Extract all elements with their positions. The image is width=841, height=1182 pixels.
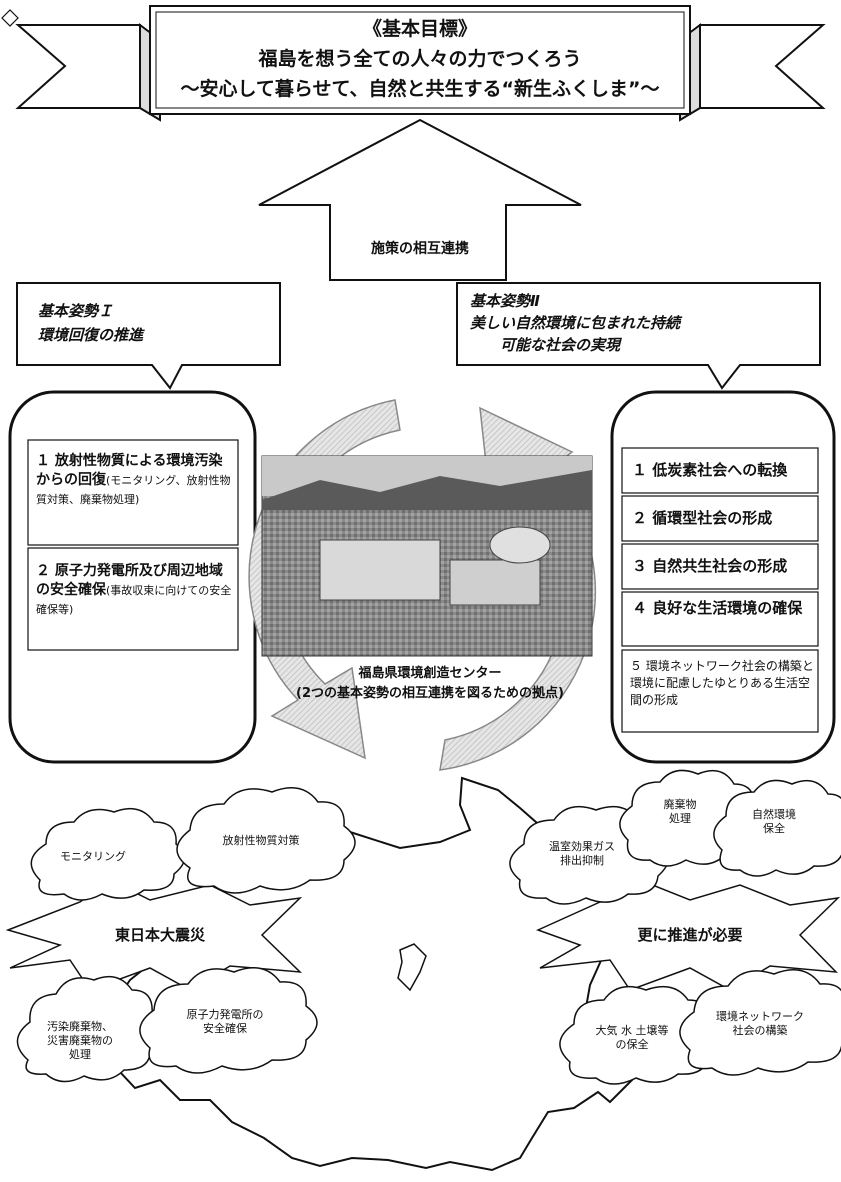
pillar1-item-box-1 [27,439,239,546]
pillar1-title-2: 環境回復の推進 [38,326,144,344]
goal-heading: 《基本目標》 [362,18,477,40]
pillar2-item-4: ４ 良好な生活環境の確保 [632,599,803,617]
cloud-nature-label-2: 保全 [763,822,785,835]
corner-diamond-icon [1,9,19,27]
cloud-greenhouse-label-1: 温室効果ガス [549,840,615,853]
ribbon-right-tail [699,24,826,109]
lake-outline [397,943,427,992]
pillar1-item-1-sub: (モニタリング、放射性物質対策、廃棄物処理) [36,474,231,506]
ribbon-left-tail [15,24,141,109]
cloud-air-label-2: の保全 [615,1038,649,1051]
cloud-monitoring [30,807,186,901]
cloud-network [679,969,841,1076]
cloud-nuclear-label-1: 原子力発電所の [186,1008,264,1021]
cloud-monitoring-label: モニタリング [60,850,126,863]
pillar2-callout [456,282,821,390]
cloud-nuclear-label-2: 安全確保 [203,1022,247,1035]
pillar1-item-2-sub: (事故収束に向けての安全確保等) [36,584,232,616]
center-photo [261,455,593,657]
pillar2-item-box-5 [621,649,819,733]
cloud-radioactive-label: 放射性物質対策 [222,834,300,847]
cloud-nature [713,779,841,877]
center-caption-1: 福島県環境創造センター [358,666,502,681]
pillar2-title-2: 美しい自然環境に包まれた持続 [470,314,681,332]
pillar2-item-2: ２ 循環型社会の形成 [632,509,773,527]
burst-right [535,879,841,991]
pillar2-title-1: 基本姿勢Ⅱ [470,292,540,310]
goal-line-2: ～安心して暮らせて、自然と共生する“新生ふくしま”～ [180,78,660,100]
pillar1-item-box-2 [27,547,239,651]
cooperation-label: 施策の相互連携 [371,241,469,257]
cooperation-arrow [258,118,582,281]
goal-line-1: 福島を想う全ての人々の力でつくろう [258,48,582,70]
pillar2-item-1: １ 低炭素社会への転換 [632,461,788,479]
pillar1-callout [16,282,281,390]
goal-ribbon [15,5,826,122]
cloud-radioactive [176,787,356,894]
cloud-disaster-label-1: 汚染廃棄物、 [47,1020,113,1033]
cloud-nature-label-1: 自然環境 [752,808,796,821]
pillar1-item-2-main: ２ 原子力発電所及び周辺地域の安全確保 [36,563,223,598]
cloud-network-label-1: 環境ネットワーク [716,1010,804,1023]
cloud-air-label-1: 大気 水 土壌等 [595,1024,669,1037]
pillar2-title-3: 可能な社会の実現 [500,336,621,354]
cloud-waste-label-2: 処理 [669,812,691,825]
pillar1-item-1: １ 放射性物質による環境汚染からの回復(モニタリング、放射性物質対策、廃棄物処理… [36,452,232,509]
pillar2-item-box-3 [621,543,819,590]
center-caption-2: (2つの基本姿勢の相互連携を図るための拠点) [296,686,564,701]
cloud-disaster-label-2: 災害廃棄物の [47,1034,113,1047]
pillar1-item-2: ２ 原子力発電所及び周辺地域の安全確保(事故収束に向けての安全確保等) [36,562,232,619]
pillar2-item-box-1 [621,447,819,494]
burst-right-label: 更に推進が必要 [637,926,743,944]
burst-left-label: 東日本大震災 [114,926,205,944]
pillar2-item-3: ３ 自然共生社会の形成 [632,557,788,575]
pillar2-item-box-4 [621,591,819,647]
pillar2-item-5: ５ 環境ネットワーク社会の構築と環境に配慮したゆとりある生活空間の形成 [630,659,814,707]
pillar1-title-1: 基本姿勢Ｉ [38,302,114,320]
pillar2-item-box-2 [621,495,819,542]
pillar1-item-1-main: １ 放射性物質による環境汚染からの回復 [36,453,223,488]
cloud-nuclear [139,967,318,1074]
cloud-network-label-2: 社会の構築 [732,1024,788,1037]
cloud-greenhouse-label-2: 排出抑制 [560,854,604,867]
goal-banner [149,5,691,115]
cloud-disaster-label-3: 処理 [69,1048,91,1061]
cloud-waste-label-1: 廃棄物 [663,798,697,811]
